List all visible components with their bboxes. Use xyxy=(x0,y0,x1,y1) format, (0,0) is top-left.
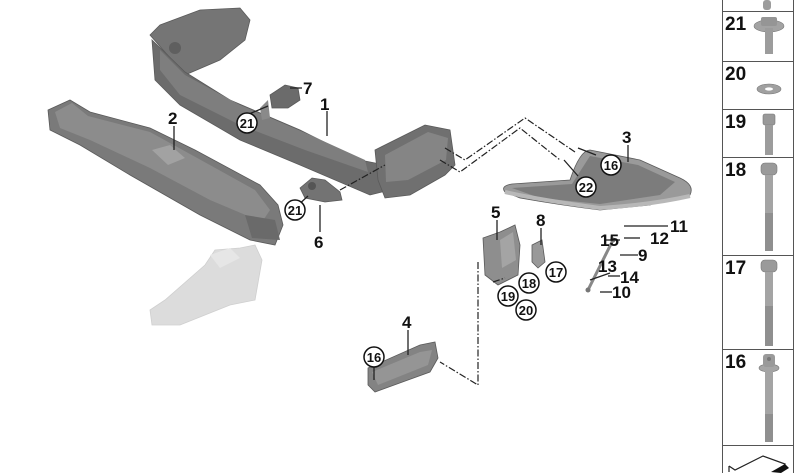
parts-panel-item-top[interactable] xyxy=(723,0,793,12)
part-3-tow-bracket xyxy=(503,149,692,211)
parts-panel-item-16[interactable]: 16 xyxy=(723,350,793,446)
flange-bolt-with-washer-icon xyxy=(753,17,785,54)
torx-flange-bolt-icon xyxy=(758,354,780,442)
parts-panel-item-symbol[interactable] xyxy=(723,446,793,473)
svg-text:19: 19 xyxy=(501,289,515,304)
fastener-parts-panel: 21 20 19 18 17 xyxy=(722,0,794,473)
callout-15: 15 xyxy=(600,231,619,250)
hex-flange-bolt-icon xyxy=(760,259,778,346)
washer-icon xyxy=(756,83,782,95)
part-6-bracket xyxy=(299,177,343,203)
part-8-bracket xyxy=(531,239,546,269)
part-1-bumper-carrier xyxy=(149,7,456,199)
parts-panel-label-21: 21 xyxy=(725,14,747,35)
svg-text:18: 18 xyxy=(522,276,536,291)
callout-12: 12 xyxy=(650,229,669,248)
svg-text:22: 22 xyxy=(579,180,593,195)
callout-2: 2 xyxy=(168,109,177,128)
circled-callout-18: 18 xyxy=(518,272,540,294)
svg-text:16: 16 xyxy=(367,350,381,365)
callout-13: 13 xyxy=(598,257,617,276)
part-5-bracket xyxy=(482,224,521,286)
exploded-parts-diagram: 1 2 3 4 5 6 7 8 9 10 11 12 13 14 15 21 2… xyxy=(47,7,692,393)
circled-callout-17: 17 xyxy=(545,261,567,283)
leader-lines xyxy=(173,87,668,380)
callout-10: 10 xyxy=(612,283,631,302)
parts-panel-item-18[interactable]: 18 xyxy=(723,158,793,256)
callout-11: 11 xyxy=(670,217,688,236)
assembly-lines xyxy=(339,117,576,387)
hex-flange-bolt-icon xyxy=(760,162,778,251)
callout-3: 3 xyxy=(622,128,631,147)
parts-panel-label-19: 19 xyxy=(725,112,747,133)
circled-callout-16-frame: 16 xyxy=(600,154,622,176)
callout-4: 4 xyxy=(402,313,412,332)
socket-head-bolt-icon xyxy=(762,113,776,155)
callout-8: 8 xyxy=(536,211,545,230)
parts-panel-label-17: 17 xyxy=(725,258,747,279)
circled-callout-21-upper: 21 xyxy=(236,112,258,134)
circled-callout-22: 22 xyxy=(575,176,597,198)
shape-symbol-icon xyxy=(728,455,789,473)
ghost-bracket-part xyxy=(149,244,263,326)
circled-callout-16-bracket: 16 xyxy=(363,346,385,368)
part-7-bracket xyxy=(260,84,301,120)
parts-panel-item-17[interactable]: 17 xyxy=(723,256,793,350)
svg-text:21: 21 xyxy=(288,203,302,218)
part-2-energy-absorber xyxy=(47,99,284,246)
svg-text:16: 16 xyxy=(604,158,618,173)
parts-panel-label-20: 20 xyxy=(725,64,747,85)
callout-9: 9 xyxy=(638,246,647,265)
circled-callout-20: 20 xyxy=(515,299,537,321)
callout-1: 1 xyxy=(320,95,329,114)
svg-text:17: 17 xyxy=(549,265,563,280)
parts-panel-item-21[interactable]: 21 xyxy=(723,12,793,62)
circled-callout-21-lower: 21 xyxy=(284,199,306,221)
callout-14: 14 xyxy=(620,268,639,287)
parts-panel-item-20[interactable]: 20 xyxy=(723,62,793,110)
circled-callout-19: 19 xyxy=(497,285,519,307)
bolt-icon xyxy=(763,0,771,10)
callout-5: 5 xyxy=(491,203,500,222)
part-4-bracket xyxy=(367,341,439,393)
parts-panel-label-16: 16 xyxy=(725,352,747,373)
svg-text:21: 21 xyxy=(240,116,254,131)
parts-panel-label-18: 18 xyxy=(725,160,747,181)
callout-7: 7 xyxy=(303,79,312,98)
svg-text:20: 20 xyxy=(519,303,533,318)
callout-6: 6 xyxy=(314,233,323,252)
parts-panel-item-19[interactable]: 19 xyxy=(723,110,793,158)
